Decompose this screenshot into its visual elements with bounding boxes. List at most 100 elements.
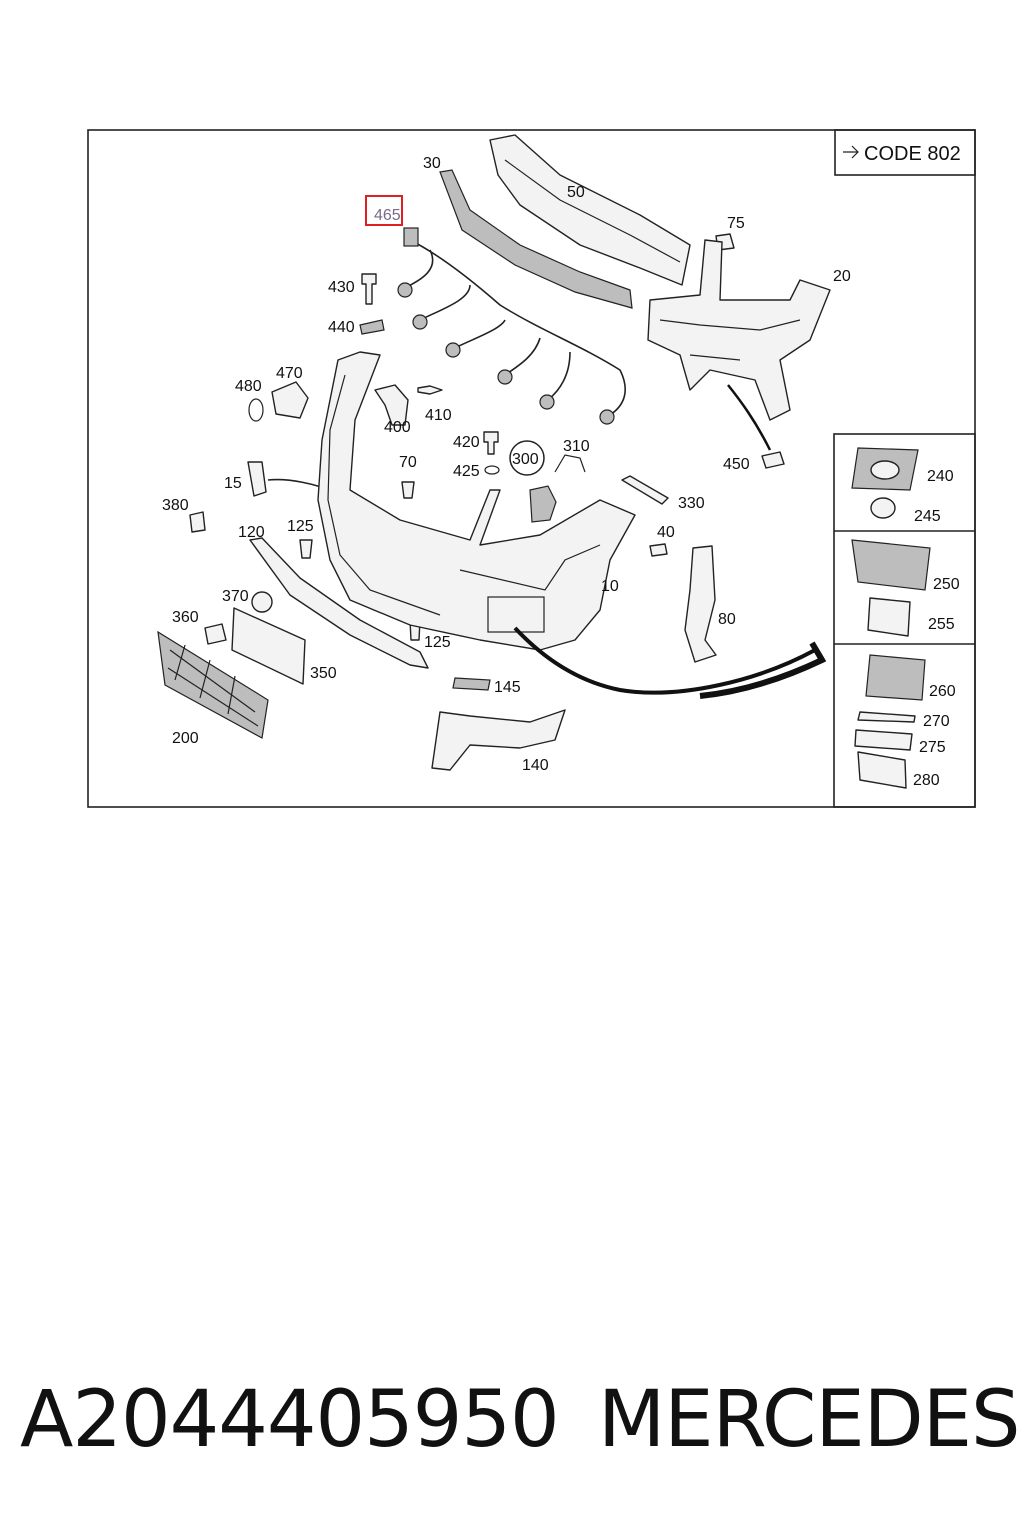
part-30-mesh-strip	[439, 169, 633, 309]
harness-branch-3	[454, 319, 506, 349]
assembly-arrow-band	[699, 641, 827, 699]
callout-440: 440	[328, 319, 355, 336]
part-400-bracket	[374, 384, 409, 426]
part-240-lens	[870, 460, 900, 480]
part-50-detail	[504, 159, 681, 263]
footer-caption: A2044405950 MERCEDES	[0, 1370, 1024, 1480]
callout-360: 360	[172, 609, 199, 626]
part-255-bracket	[867, 597, 911, 637]
part-370-grommet	[251, 591, 273, 613]
part-120-spoiler	[249, 537, 429, 669]
sensor-plug-2	[412, 314, 428, 330]
part-440-clip	[359, 319, 385, 335]
callout-310: 310	[563, 438, 590, 455]
callout-350: 350	[310, 665, 337, 682]
part-425-washer	[484, 465, 500, 475]
part-245-ring	[870, 497, 896, 519]
assembly-arrow	[513, 626, 816, 695]
code-note-arrow-icon	[843, 145, 859, 159]
callout-430: 430	[328, 279, 355, 296]
callout-250: 250	[933, 576, 960, 593]
part-10-detail-2	[459, 544, 601, 591]
sensor-plug-5	[539, 394, 555, 410]
part-430-bolt	[361, 273, 377, 305]
callout-400: 400	[384, 419, 411, 436]
harness-wire	[409, 239, 626, 416]
callout-480: 480	[235, 378, 262, 395]
brand-name: MERCEDES	[598, 1375, 1020, 1465]
callout-125-top: 125	[287, 518, 314, 535]
callout-465: 465	[374, 207, 401, 224]
callout-120: 120	[238, 524, 265, 541]
harness-branch-1	[404, 249, 434, 289]
callout-70: 70	[399, 454, 417, 471]
code-note: CODE 802	[864, 143, 961, 165]
part-10-detail-1	[327, 374, 441, 616]
part-80-bracket	[684, 545, 717, 663]
part-125-clip-top	[299, 539, 313, 559]
part-40-clip	[649, 543, 668, 557]
part-15-bracket	[247, 461, 267, 497]
sensor-plug-4	[497, 369, 513, 385]
arrow-450	[727, 384, 772, 451]
callout-145: 145	[494, 679, 521, 696]
part-270-strip	[857, 711, 916, 723]
part-410-bolt	[417, 385, 443, 395]
highlight-box	[365, 195, 403, 226]
callout-470: 470	[276, 365, 303, 382]
callout-15: 15	[224, 475, 242, 492]
harness-branch-2	[419, 284, 471, 321]
side-panel-frame	[833, 433, 976, 808]
callout-140: 140	[522, 757, 549, 774]
part-330-strip	[621, 475, 669, 505]
callout-270: 270	[923, 713, 950, 730]
sensor-plug-6	[599, 409, 615, 425]
part-420-bolt	[483, 431, 499, 455]
callout-275: 275	[919, 739, 946, 756]
part-70-clip	[401, 481, 415, 499]
callout-20: 20	[833, 268, 851, 285]
callout-330: 330	[678, 495, 705, 512]
callout-75: 75	[727, 215, 745, 232]
callout-370: 370	[222, 588, 249, 605]
part-450-screw	[761, 451, 785, 469]
callout-40: 40	[657, 524, 675, 541]
callout-125-bottom: 125	[424, 634, 451, 651]
callout-420: 420	[453, 434, 480, 451]
callout-300: 300	[512, 451, 539, 468]
sensor-plug-3	[445, 342, 461, 358]
callout-30: 30	[423, 155, 441, 172]
part-480-ring	[248, 398, 264, 422]
parts-diagram: CODE 802 465	[87, 129, 976, 808]
part-145-grille	[452, 677, 491, 691]
part-380-nut	[189, 511, 206, 533]
part-300-callout-ring	[509, 440, 545, 476]
part-50-bracket	[489, 134, 691, 286]
part-140-trim	[431, 709, 566, 771]
harness-branch-5	[547, 351, 571, 401]
callout-425: 425	[453, 463, 480, 480]
part-20-bracket	[647, 239, 831, 421]
part-470-sensor	[271, 381, 309, 419]
callout-380: 380	[162, 497, 189, 514]
callout-50: 50	[567, 184, 585, 201]
part-10-bumper-cover	[317, 351, 636, 651]
callout-200: 200	[172, 730, 199, 747]
callout-410: 410	[425, 407, 452, 424]
part-10-plate-recess	[487, 596, 545, 633]
code-note-box	[834, 129, 976, 176]
part-20-detail	[659, 319, 801, 361]
part-275-strip	[854, 729, 913, 751]
harness-branch-4	[504, 337, 541, 376]
callout-80: 80	[718, 611, 736, 628]
part-260-frame	[865, 654, 926, 701]
part-310-bracket	[554, 454, 586, 473]
harness-connector	[403, 227, 419, 247]
part-360-screw	[204, 623, 227, 645]
part-200-grille	[157, 630, 269, 739]
part-280-cover	[857, 751, 907, 789]
part-350-plate-holder	[231, 607, 306, 685]
sensor-plug-1	[397, 282, 413, 298]
callout-255: 255	[928, 616, 955, 633]
part-number: A2044405950	[20, 1375, 560, 1465]
